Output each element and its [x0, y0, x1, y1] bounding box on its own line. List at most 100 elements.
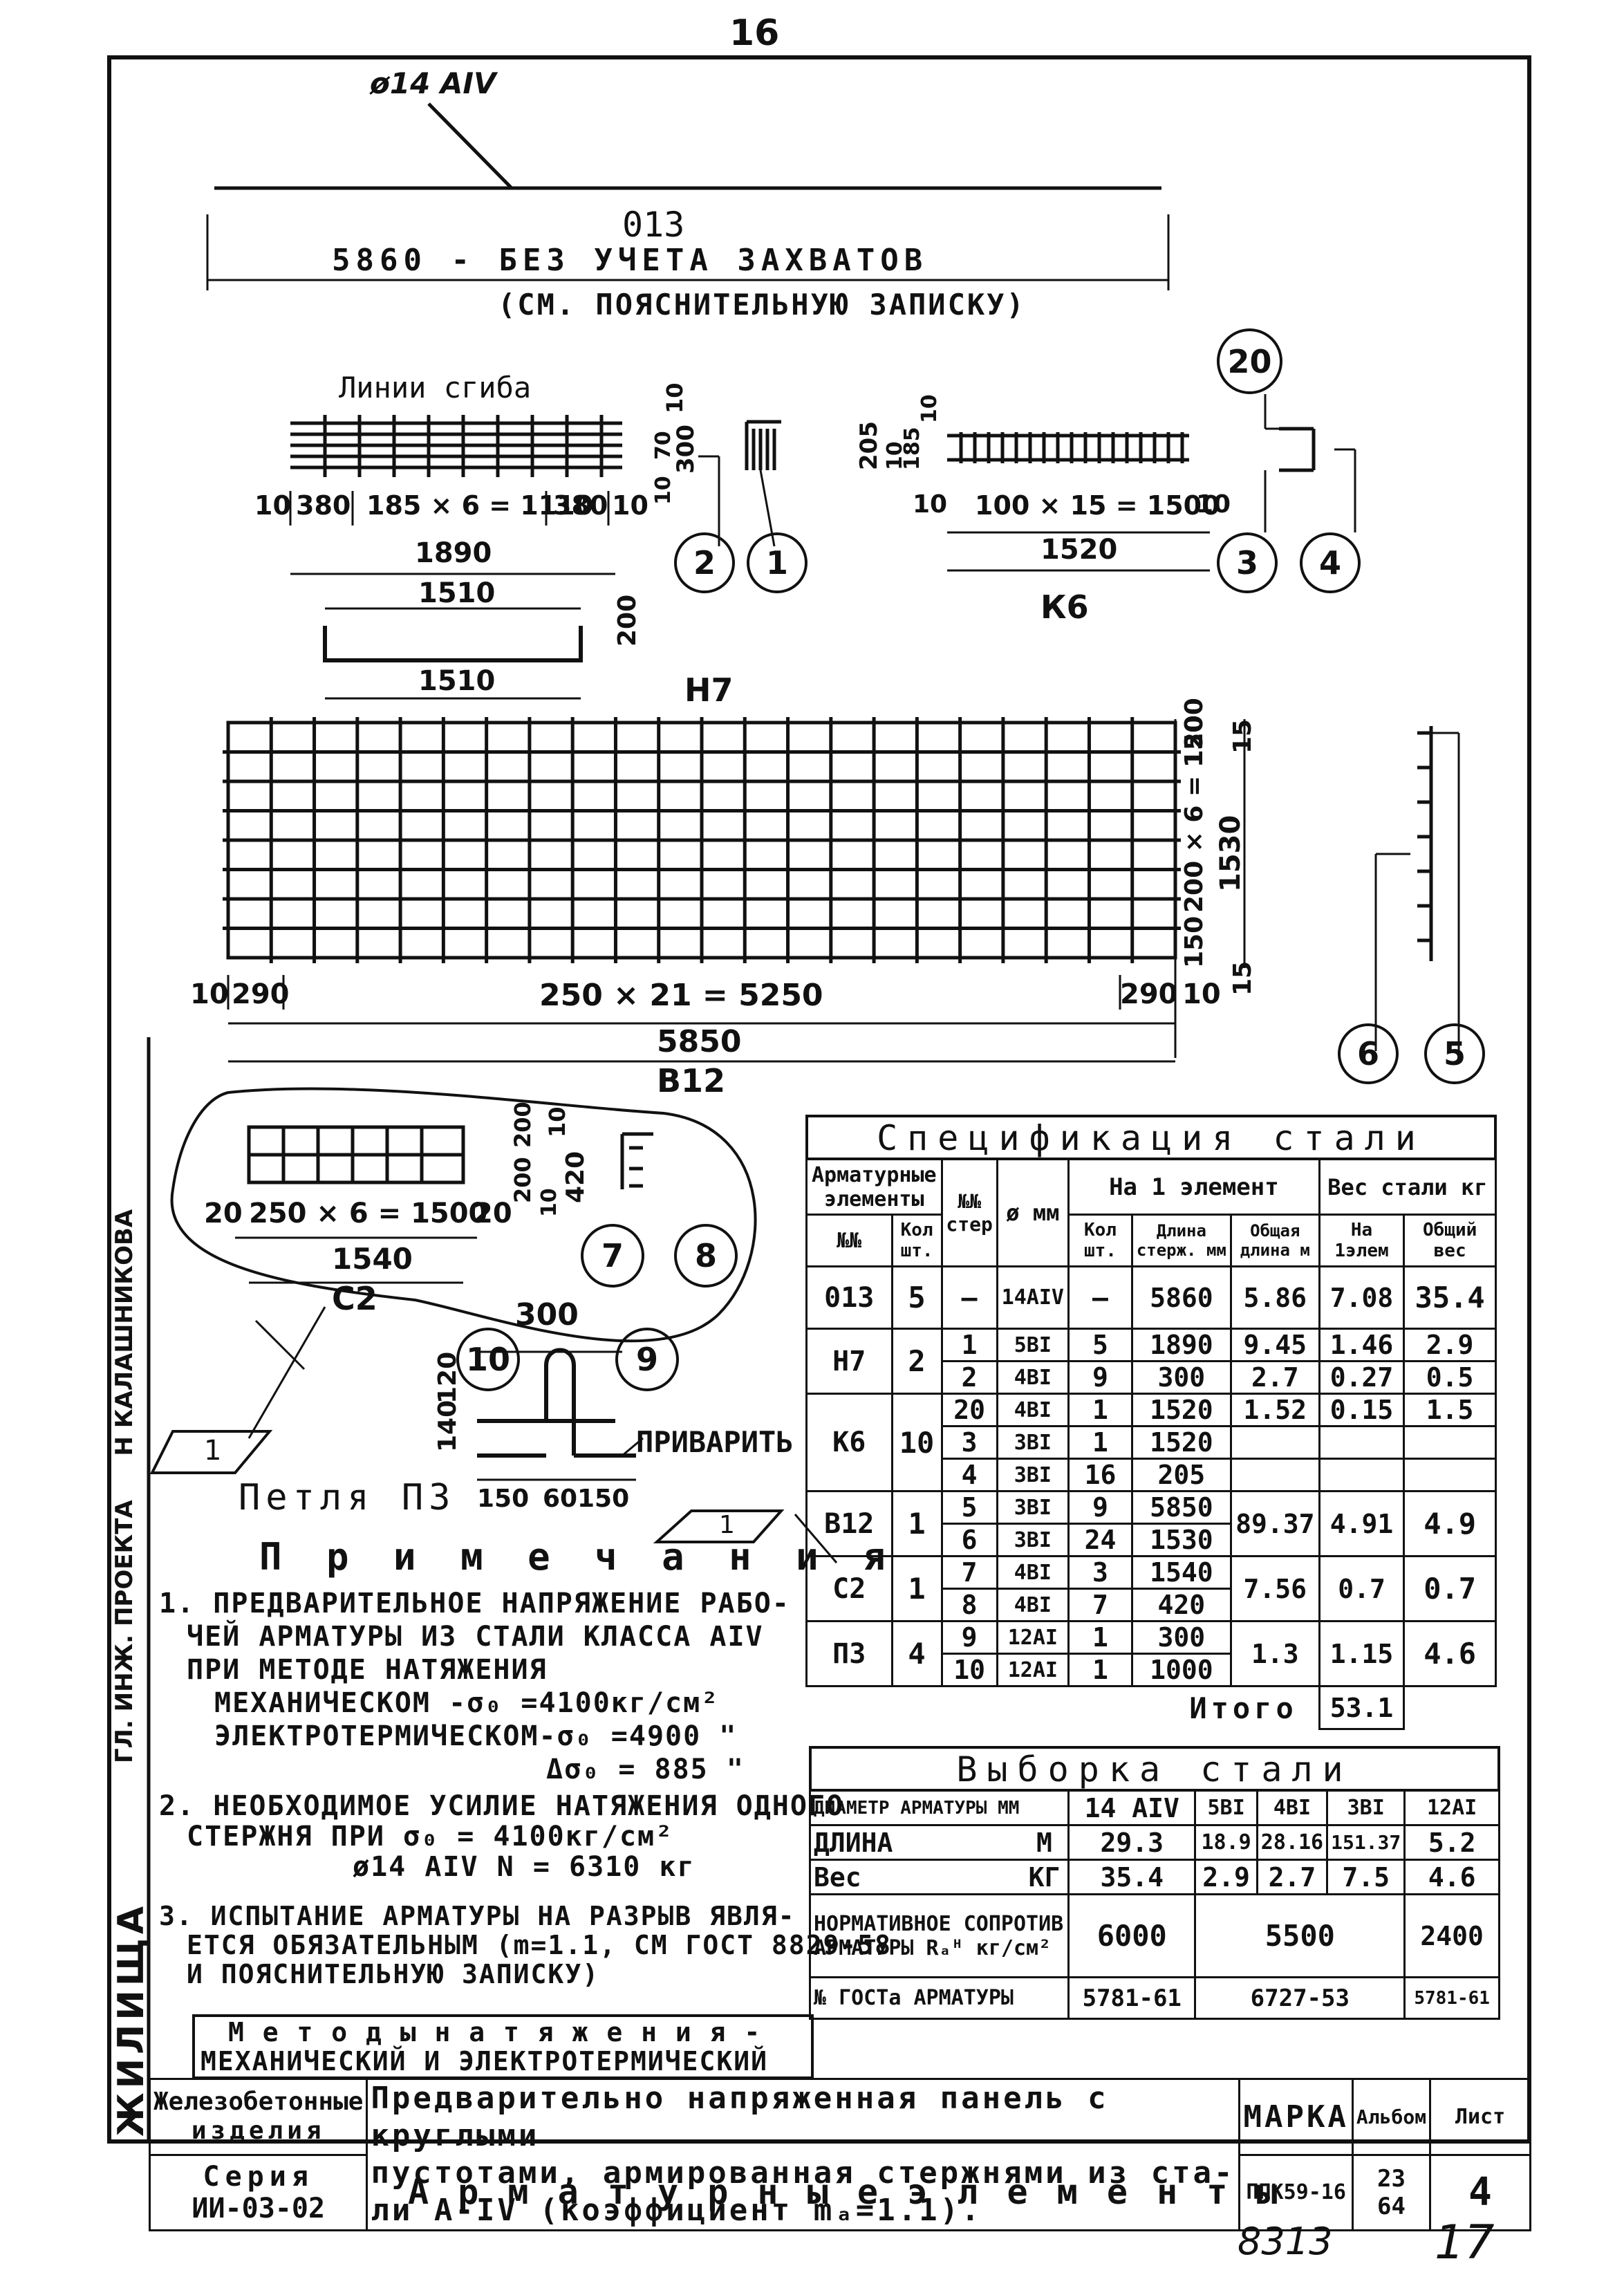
- side-person: Н КАЛАШНИКОВА: [111, 1209, 138, 1456]
- sel-len-4: 151.37: [1326, 1824, 1406, 1861]
- spec-total-len: 9.45: [1229, 1328, 1320, 1362]
- sel-resist-1: 6000: [1067, 1893, 1197, 1978]
- k6-dim-2: 100 × 15 = 1500: [975, 490, 1220, 521]
- note-2-line-3: ø14 AIV N = 6310 кг: [353, 1851, 696, 1883]
- h7-side-dim-2: 70: [651, 431, 675, 460]
- tb-album-label: Альбом: [1351, 2078, 1432, 2156]
- loop-weld-note: ПРИВАРИТЬ: [636, 1425, 794, 1459]
- b12-dim-3: 250 × 21 = 5250: [539, 978, 823, 1013]
- spec-qty: 5: [890, 1265, 943, 1330]
- spec-diam: 3BI: [996, 1523, 1070, 1557]
- tb-description: Предварительно напряженная панель с круг…: [366, 2078, 1241, 2231]
- spec-mark: 013: [805, 1265, 893, 1330]
- c2-dim-1: 20: [204, 1198, 243, 1229]
- detail-marker-left: [149, 1430, 273, 1474]
- b12-position-6: 6: [1338, 1023, 1399, 1084]
- spec-head-wtotal: Общий вес: [1403, 1214, 1497, 1267]
- note-1-line-6: Δσ₀ = 885 ": [546, 1754, 745, 1785]
- spec-rod: 3: [940, 1425, 998, 1460]
- side-org: ГЛ. ИНЖ. ПРОЕКТА: [111, 1500, 138, 1763]
- methods-box: М е т о д ы н а т я ж е н и я - МЕХАНИЧЕ…: [200, 2018, 768, 2076]
- spec-count: 1: [1067, 1425, 1133, 1460]
- sel-len-2: 18.9: [1194, 1824, 1258, 1861]
- spec-qty: 10: [890, 1393, 943, 1492]
- selection-title-box: Выборка стали: [809, 1746, 1500, 1792]
- tb-desc-1: Предварительно напряженная панель с круг…: [371, 2081, 1109, 2153]
- c2-side-dim-1: 10: [544, 1106, 570, 1137]
- spec-diam: 12AI: [996, 1620, 1070, 1655]
- spec-diam: 4BI: [996, 1393, 1070, 1427]
- spec-head-qty: Кол шт.: [890, 1214, 943, 1267]
- b12-side-dim-3: 200 × 6 = 1200: [1180, 698, 1208, 913]
- sel-len-1: 29.3: [1067, 1824, 1197, 1861]
- b12-position-5: 5: [1424, 1023, 1485, 1084]
- spec-w-total: 0.7: [1403, 1555, 1497, 1622]
- spec-total-len: 1.3: [1229, 1620, 1320, 1687]
- rod-013-callout: ø14 AIV: [370, 66, 496, 100]
- loop-bottom-dim-3: 150: [577, 1485, 630, 1513]
- tb-desc-2: пустотами, армированная стержнями из ста…: [371, 2155, 1235, 2191]
- k6-total: 1520: [1040, 534, 1118, 566]
- spec-rod: 10: [940, 1653, 998, 1687]
- spec-w-one: 1.46: [1318, 1328, 1406, 1362]
- sel-gost-label: № ГОСТа АРМАТУРЫ: [808, 1976, 1070, 2020]
- spec-w-total: 4.9: [1403, 1490, 1497, 1557]
- stamp-number: 8313: [1238, 2220, 1333, 2263]
- sel-resist-label-1: НОРМАТИВНОЕ СОПРОТИВ: [814, 1911, 1064, 1936]
- spec-total-len: 7.56: [1229, 1555, 1320, 1622]
- c2-side-dim-4: 10: [537, 1188, 561, 1217]
- note-1-line-4: МЕХАНИЧЕСКОМ -σ₀ =4100кг/см²: [214, 1687, 720, 1719]
- detail-mark-left: 1: [204, 1435, 222, 1467]
- sel-resist-label-2: АРМАТУРЫ Rₐᴴ кг/см²: [814, 1935, 1052, 1960]
- methods-line-1: М е т о д ы н а т я ж е н и я -: [228, 2017, 762, 2047]
- h7-position-1: 1: [747, 532, 808, 593]
- spec-count: 16: [1067, 1458, 1133, 1492]
- note-3-line-2: ЕТСЯ ОБЯЗАТЕЛЬНЫМ (m=1.1, СМ ГОСТ 8829-5…: [187, 1930, 892, 1960]
- spec-title-box: Спецификация стали: [805, 1115, 1497, 1160]
- spec-len: 1520: [1130, 1425, 1232, 1460]
- spec-count: 7: [1067, 1588, 1133, 1622]
- sel-diam-1: 14 AIV: [1067, 1790, 1197, 1826]
- b12-dim-2: 290: [232, 978, 290, 1010]
- spec-total-len: 2.7: [1229, 1360, 1320, 1395]
- sel-resist-3: 2400: [1403, 1893, 1500, 1978]
- spec-title: Спецификация стали: [877, 1118, 1426, 1158]
- spec-mark: К6: [805, 1393, 893, 1492]
- c2-section: [620, 1132, 653, 1189]
- c2-dim-3: 20: [474, 1198, 512, 1229]
- h7-dim-4: 380: [553, 490, 608, 521]
- k6-dim-1: 10: [913, 490, 948, 519]
- spec-len: 5860: [1130, 1265, 1232, 1330]
- notes-heading: П р и м е ч а н и я: [259, 1535, 897, 1579]
- sel-len-label: ДЛИНА: [808, 1824, 1021, 1861]
- spec-mark: Н7: [805, 1328, 893, 1395]
- spec-count: 9: [1067, 1360, 1133, 1395]
- spec-qty: 1: [890, 1490, 943, 1557]
- c2-side-dim-2: 200: [510, 1102, 536, 1148]
- c2-dim-2: 250 × 6 = 1500: [249, 1198, 488, 1229]
- spec-w-one: 0.15: [1318, 1393, 1406, 1427]
- h7-dim-1: 10: [254, 490, 291, 521]
- loop-height-1: 140: [433, 1400, 462, 1452]
- spec-w-one: 7.08: [1318, 1265, 1406, 1330]
- h7-position-2: 2: [674, 532, 735, 593]
- spec-count: 24: [1067, 1523, 1133, 1557]
- spec-mark: С2: [805, 1555, 893, 1622]
- spec-head-count: Кол шт.: [1067, 1214, 1133, 1267]
- spec-len: 300: [1130, 1620, 1232, 1655]
- spec-rod: —: [940, 1265, 998, 1330]
- note-3-line-1: 3. ИСПЫТАНИЕ АРМАТУРЫ НА РАЗРЫВ ЯВЛЯ-: [159, 1901, 796, 1931]
- tb-sheet-value: 4: [1429, 2153, 1531, 2231]
- b12-dim-4: 290: [1120, 978, 1178, 1010]
- k6-side-dim-1: 205: [855, 421, 883, 470]
- c2-position-8: 8: [674, 1224, 738, 1288]
- loop-width: 300: [515, 1297, 579, 1332]
- spec-len: 1540: [1130, 1555, 1232, 1590]
